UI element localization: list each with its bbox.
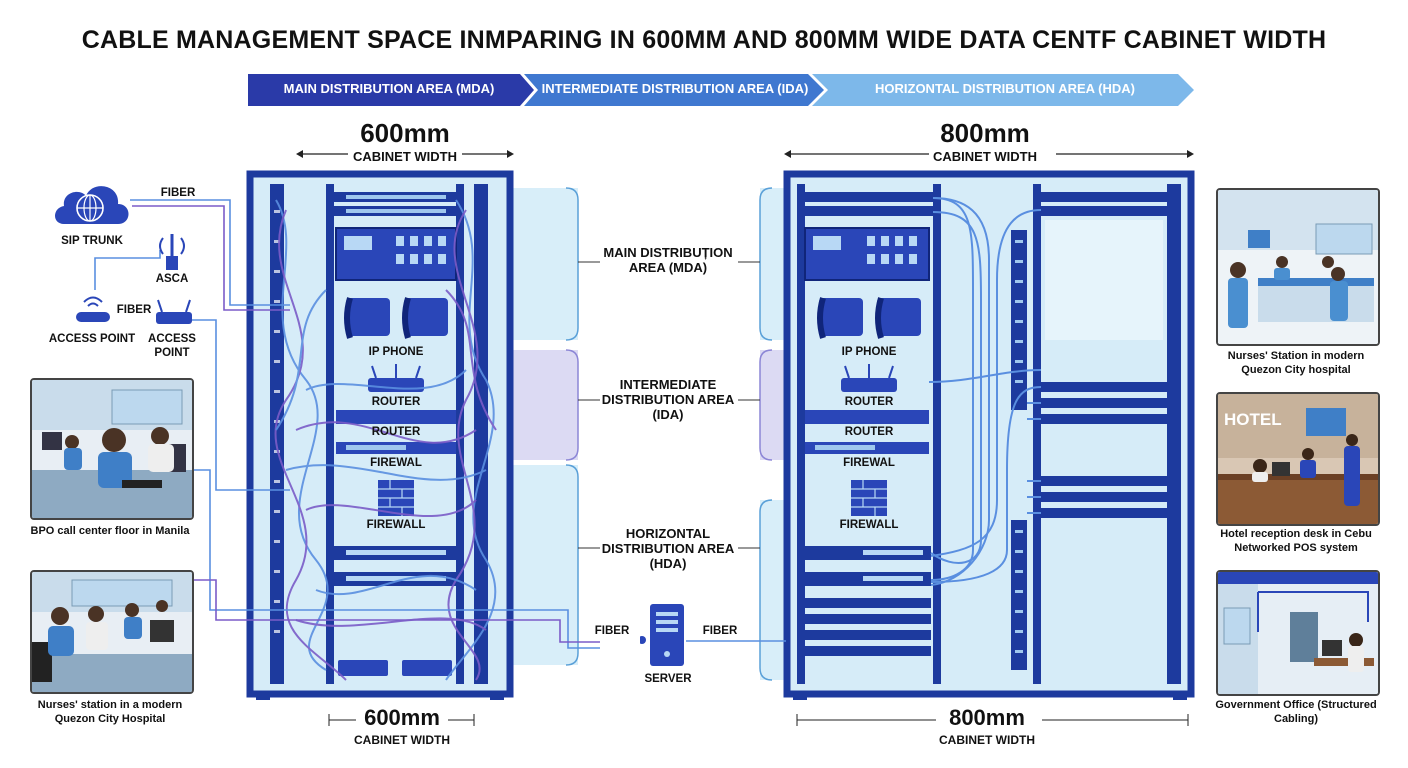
hotel-illustration: [1218, 394, 1378, 524]
asca-label: ASCA: [155, 273, 189, 285]
right-ip-phone-icon: [817, 297, 921, 339]
access-point-icon-2: [156, 299, 192, 324]
hda-zone-left-fill: [512, 465, 578, 665]
zone-label-mda: MAIN DISTRIBUȚION AREA (MDA): [603, 245, 733, 275]
right-router-label-2: ROUTER: [844, 426, 894, 438]
bpo-illustration: [32, 380, 192, 518]
government-office-photo: [1216, 570, 1380, 696]
right-ip-phone-label: IP PHONE: [841, 346, 897, 358]
banner-hda-segment: [812, 74, 1194, 106]
server-label: SERVER: [644, 673, 692, 685]
right-top-dimension-arrow: [784, 150, 1194, 158]
left-router-rack-unit: [336, 410, 456, 424]
right-top-size: 800mm: [940, 118, 1030, 148]
right-firewall-label-1: FIREWAL: [843, 457, 895, 469]
left-bottom-dimension: [328, 714, 475, 726]
right-cable-bundle: [928, 197, 1042, 586]
right-bottom-size: 800mm: [949, 705, 1025, 730]
right-firewall-label-2: FIREWALL: [839, 519, 899, 531]
bpo-caption: BPO call center floor in Manila: [30, 525, 190, 537]
left-bottom-size: 600mm: [364, 705, 440, 730]
zone-label-ida: INTERMEDIATE DISTRIBUTION AREA (IDA): [601, 377, 735, 422]
banner-ida-label: INTERMEDIATE DISTRIBUTION AREA (IDA): [541, 81, 809, 96]
access-point-label-2: ACCESS POINT: [148, 333, 196, 359]
hospital-photo-right: [1216, 188, 1380, 346]
right-firewall-icon: [851, 480, 887, 516]
right-bottom-dimension: [796, 714, 1189, 726]
left-ip-phone-icon: [344, 297, 448, 339]
access-point-label-1: ACCESS POINT: [48, 333, 136, 345]
hotel-caption: Hotel reception desk in Cebu Networked P…: [1220, 528, 1372, 554]
left-cabinet-rail-left: [270, 184, 284, 684]
page-title: CABLE MANAGEMENT SPACE INMPARING IN 600M…: [81, 26, 1327, 54]
left-firewall-icon: [378, 480, 414, 516]
right-bottom-caption: CABINET WIDTH: [939, 733, 1035, 747]
hotel-sign: HOTEL: [1224, 410, 1282, 429]
left-cabinet: [246, 170, 514, 700]
server-link-right: [686, 640, 786, 642]
server-icon: [640, 604, 684, 666]
nurses-caption-left: Nurses' station in a modern Quezon City …: [37, 699, 183, 725]
left-bottom-caption: CABINET WIDTH: [354, 733, 450, 747]
fiber-label-top: FIBER: [160, 187, 196, 199]
left-router-label-1: ROUTER: [371, 396, 421, 408]
right-vertical-manager-2: [1011, 520, 1027, 670]
banner-hda-label: HORIZONTAL DISTRIBUTION AREA (HDA): [875, 81, 1135, 96]
right-router-icon: [841, 364, 897, 392]
right-router-label-1: ROUTER: [844, 396, 894, 408]
ida-zone-left-fill: [512, 350, 578, 460]
left-firewall-label-1: FIREWAL: [370, 457, 422, 469]
right-cabinet: [783, 170, 1195, 700]
access-point-icon-1: [76, 296, 110, 322]
hotel-photo: [1216, 392, 1380, 526]
left-top-size: 600mm: [360, 118, 450, 148]
bpo-call-center-photo: [30, 378, 194, 520]
zone-brackets: [512, 187, 790, 681]
fiber-label-mid: FIBER: [116, 304, 152, 316]
left-firewall-label-2: FIREWALL: [366, 519, 426, 531]
right-top-caption: CABINET WIDTH: [933, 149, 1037, 164]
banner-mda-label: MAIN DISTRIBUTION AREA (MDA): [283, 81, 495, 96]
hospital-illustration-right: [1218, 190, 1378, 344]
sip-trunk-label: SIP TRUNK: [61, 235, 123, 247]
mda-zone-left-fill: [512, 188, 578, 340]
banner-ida-segment: [524, 74, 824, 106]
server-fiber-right: FIBER: [702, 625, 738, 637]
nurses-station-photo-left: [30, 570, 194, 694]
government-caption: Government Office (Structured Cabling): [1215, 699, 1377, 725]
asca-antenna-icon: [159, 234, 185, 270]
left-router-label-2: ROUTER: [371, 426, 421, 438]
left-cable-bundle: [274, 199, 497, 681]
zone-label-hda: HORIZONTAL DISTRIBUTION AREA (HDA): [601, 526, 735, 571]
government-office-illustration: [1218, 572, 1378, 694]
server-fiber-left: FIBER: [594, 625, 630, 637]
left-top-dimension-arrow: [296, 150, 514, 158]
hospital-caption-right: Nurses' Station in modern Quezon City ho…: [1227, 350, 1365, 376]
right-cabinet-rail-right: [1167, 184, 1181, 684]
banner-mda-segment: [248, 74, 534, 106]
sip-trunk-cloud-icon: [55, 186, 129, 224]
area-banner: [248, 74, 1194, 106]
left-network-links: [94, 199, 600, 649]
left-ip-phone-label: IP PHONE: [368, 346, 424, 358]
nurses-illustration-left: [32, 572, 192, 692]
left-top-caption: CABINET WIDTH: [353, 149, 457, 164]
